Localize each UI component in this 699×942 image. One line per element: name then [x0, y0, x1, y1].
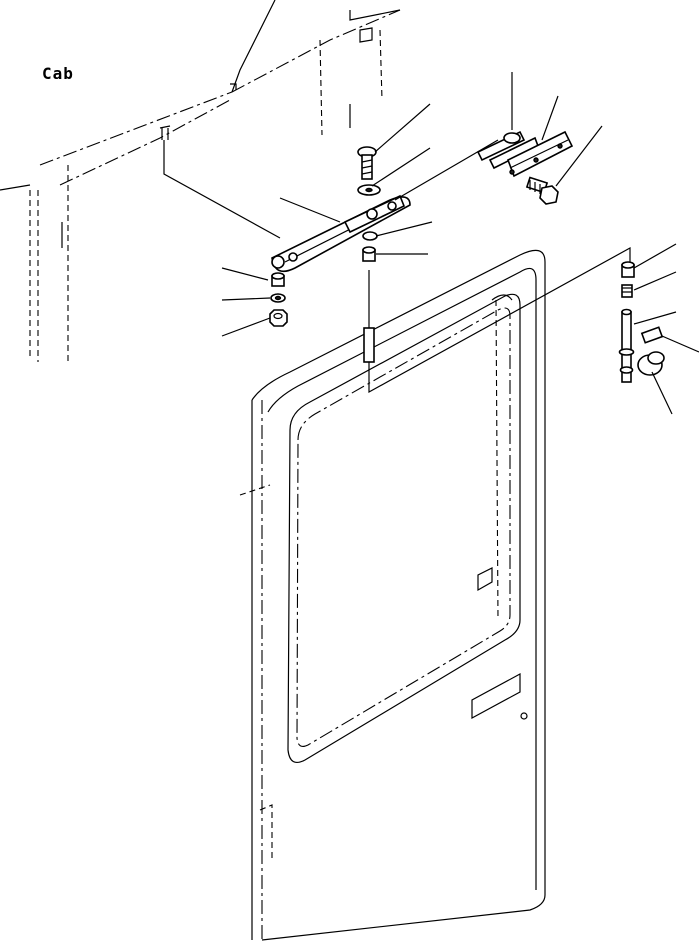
cab-body-outline	[0, 0, 401, 365]
door-arm-assembly	[271, 194, 411, 273]
door	[239, 249, 546, 941]
cab-label: Cab	[42, 64, 74, 83]
left-fastener-stack	[269, 272, 288, 327]
door-upper-pin	[363, 246, 631, 394]
leader-lines	[163, 72, 699, 415]
striker-bracket	[476, 130, 574, 178]
bracket-bolt	[525, 176, 559, 205]
hinge-parts-right	[618, 261, 665, 383]
cab-bracket-mount	[159, 125, 171, 140]
spacer-below-arm	[362, 231, 378, 262]
bolt-top	[357, 146, 381, 196]
